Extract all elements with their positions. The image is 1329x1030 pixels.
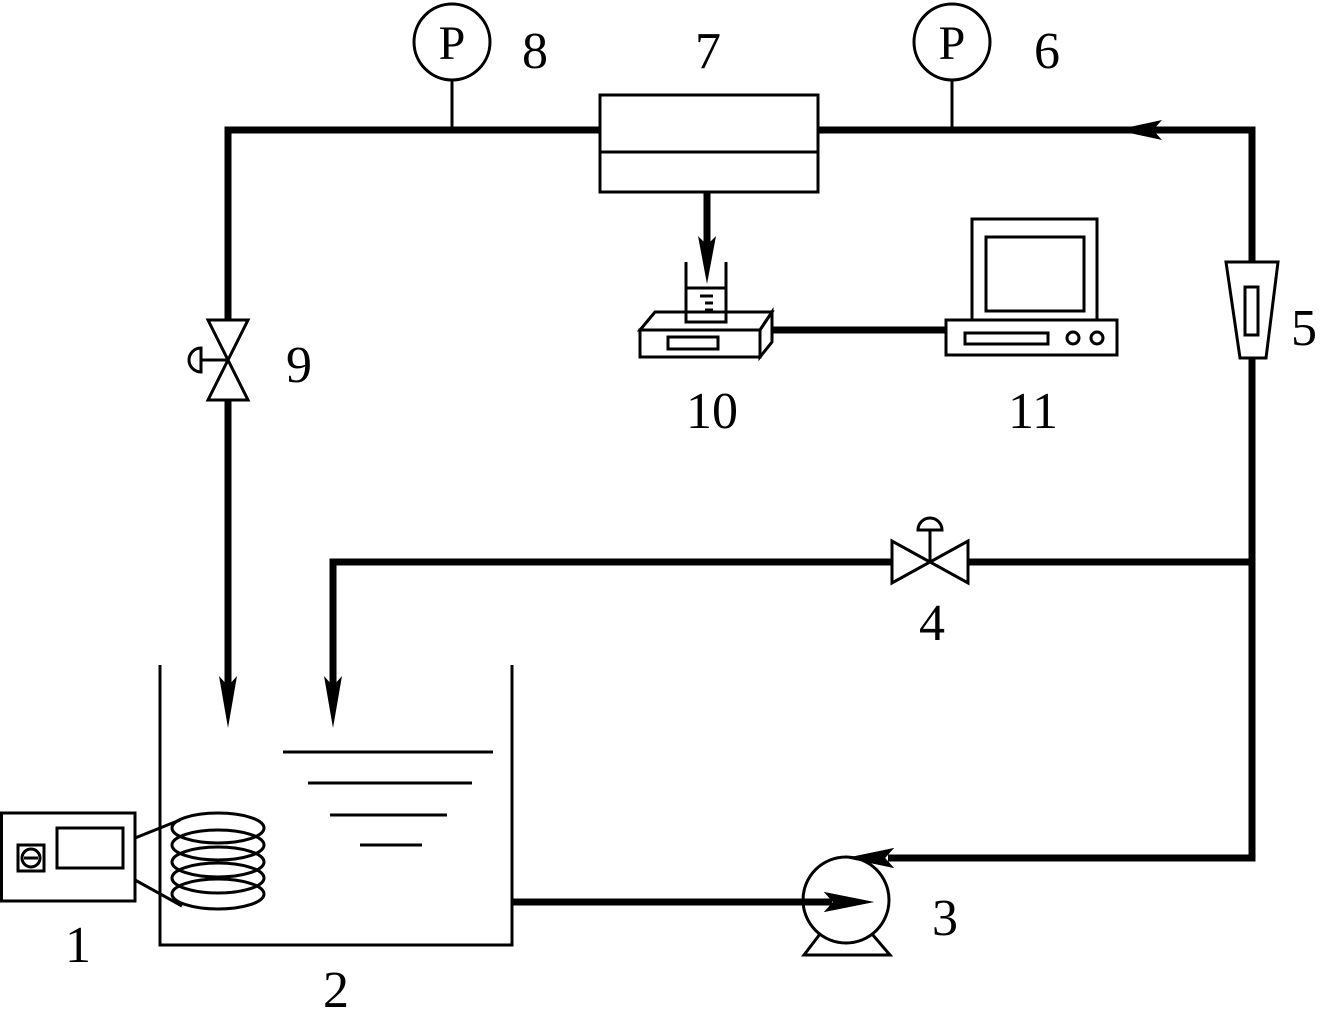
arrow-bypass-return-icon xyxy=(324,676,342,728)
pump-casing-icon xyxy=(801,855,891,945)
reset-button-icon xyxy=(1089,330,1105,346)
heater-switch-icon xyxy=(16,843,46,873)
coil-turn xyxy=(170,828,266,862)
outlet-valve xyxy=(187,318,251,402)
gauge-dial-icon xyxy=(912,2,992,82)
membrane-module xyxy=(598,93,820,194)
label-outlet-pressure-gauge: 8 xyxy=(522,23,548,80)
label-flowmeter: 5 xyxy=(1291,300,1317,357)
gauge-symbol: P xyxy=(439,17,466,70)
coil-turn xyxy=(170,811,266,845)
valve-body-top xyxy=(205,318,251,364)
tank xyxy=(158,665,514,947)
arrow-pump-inlet-icon-front xyxy=(846,848,894,868)
monitor-screen xyxy=(984,235,1086,313)
heater-wire-bottom xyxy=(134,878,183,908)
beaker-wall xyxy=(684,262,728,324)
valve-actuator-icon xyxy=(916,516,944,532)
balance xyxy=(636,262,775,362)
label-pump: 3 xyxy=(932,890,958,947)
computer xyxy=(944,217,1119,357)
power-button-icon xyxy=(1065,330,1081,346)
valve-body-bottom xyxy=(205,356,251,402)
pump xyxy=(800,855,894,957)
module-housing xyxy=(598,93,820,194)
arrow-left-pipe-icon xyxy=(219,676,237,728)
pipe-top-left xyxy=(224,126,600,322)
coil-turn xyxy=(170,845,266,879)
label-heater: 1 xyxy=(65,917,91,974)
tank-walls xyxy=(158,665,514,947)
valve-body-right xyxy=(926,538,970,586)
label-computer: 11 xyxy=(1008,383,1058,440)
pipe-right-down xyxy=(888,358,1256,862)
pipe-bypass-left xyxy=(329,558,892,688)
rotameter-tube-icon xyxy=(1224,260,1280,360)
arrow-permeate-icon xyxy=(698,236,716,284)
outlet-pressure-gauge: P xyxy=(412,2,492,130)
valve-body-left xyxy=(890,538,934,586)
flowmeter xyxy=(1224,260,1280,360)
balance-display xyxy=(666,335,720,351)
heater-display xyxy=(55,826,125,870)
rotameter-float-icon xyxy=(1243,285,1260,337)
label-tank: 2 xyxy=(323,962,349,1019)
valve-handwheel-icon xyxy=(187,346,203,374)
beaker-icon xyxy=(684,262,728,324)
pipe-top-right xyxy=(818,126,1256,262)
monitor-icon xyxy=(970,217,1099,322)
disk-drive-slot xyxy=(963,331,1050,346)
inlet-pressure-gauge: P xyxy=(912,2,992,130)
piping xyxy=(224,126,1256,906)
bypass-valve xyxy=(890,516,970,586)
gauge-symbol: P xyxy=(939,17,966,70)
label-outlet-valve: 9 xyxy=(286,337,312,394)
balance-front xyxy=(638,328,762,359)
coil-turn xyxy=(170,861,266,895)
label-inlet-pressure-gauge: 6 xyxy=(1034,23,1060,80)
switch-knob-icon xyxy=(20,847,42,869)
label-bypass-valve: 4 xyxy=(919,595,945,652)
label-balance: 10 xyxy=(686,383,738,440)
pump-base xyxy=(800,933,894,957)
heating-coil-icon xyxy=(170,811,266,911)
computer-base xyxy=(944,318,1119,357)
label-membrane-module: 7 xyxy=(695,23,721,80)
coil-turn xyxy=(170,877,266,911)
heater xyxy=(0,811,266,911)
arrow-pump-outlet-icon-front xyxy=(824,892,874,912)
gauge-dial-icon xyxy=(412,2,492,82)
arrow-top-pipe-icon xyxy=(1116,120,1162,140)
